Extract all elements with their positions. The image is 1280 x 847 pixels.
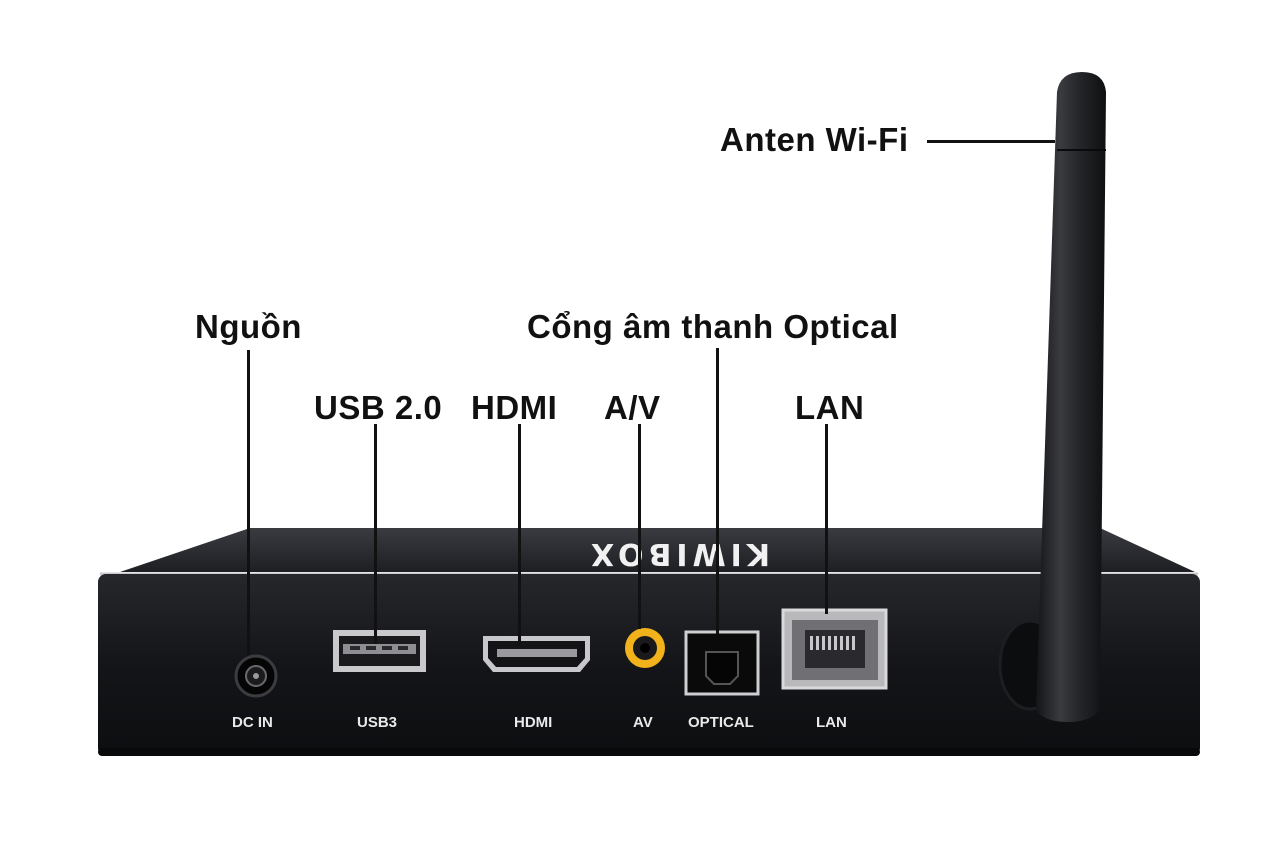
- callout-power: Nguồn: [195, 308, 302, 345]
- port-label-lan: LAN: [816, 714, 847, 731]
- callout-optical: Cổng âm thanh Optical: [527, 308, 899, 345]
- optical-port: [684, 630, 760, 696]
- callout-antenna: Anten Wi-Fi: [720, 121, 909, 158]
- port-label-usb3: USB3: [357, 714, 398, 731]
- port-label-optical: OPTICAL: [688, 714, 754, 731]
- leader-line-av: [638, 424, 641, 629]
- usb-port: [333, 630, 426, 672]
- hdmi-port: [483, 636, 590, 672]
- callout-usb: USB 2.0: [314, 389, 443, 426]
- av-port: [625, 628, 665, 668]
- port-label-dc-in: DC IN: [232, 714, 273, 731]
- leader-line-power: [247, 350, 250, 655]
- brand-logo: KIWIBOX: [585, 536, 771, 571]
- callout-lan: LAN: [795, 389, 865, 426]
- antenna: [1036, 72, 1106, 722]
- leader-line-antenna: [927, 140, 1055, 143]
- device-top-surface: [120, 528, 1195, 572]
- leader-line-usb: [374, 424, 377, 644]
- callout-av: A/V: [604, 389, 661, 426]
- port-label-hdmi: HDMI: [514, 714, 553, 731]
- port-label-av: AV: [633, 714, 653, 731]
- lan-port: [781, 608, 888, 690]
- leader-line-hdmi: [518, 424, 521, 646]
- callout-hdmi: HDMI: [471, 389, 558, 426]
- leader-line-lan: [825, 424, 828, 614]
- dc-in-port: [234, 654, 278, 698]
- leader-line-optical: [716, 348, 719, 634]
